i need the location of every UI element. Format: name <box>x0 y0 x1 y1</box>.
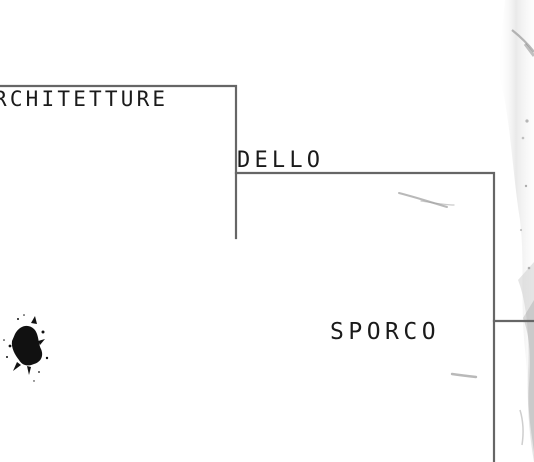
faint-streaks <box>398 192 478 379</box>
right-stain-texture <box>498 0 534 462</box>
frame-segment-1 <box>0 84 238 240</box>
frame-lines <box>0 84 534 462</box>
word-dello: DELLO <box>237 148 325 173</box>
word-architetture: RCHITETTURE <box>0 87 169 111</box>
word-sporco: SPORCO <box>330 319 441 345</box>
frame-segment-2 <box>234 171 496 462</box>
ink-splatter <box>3 314 49 382</box>
